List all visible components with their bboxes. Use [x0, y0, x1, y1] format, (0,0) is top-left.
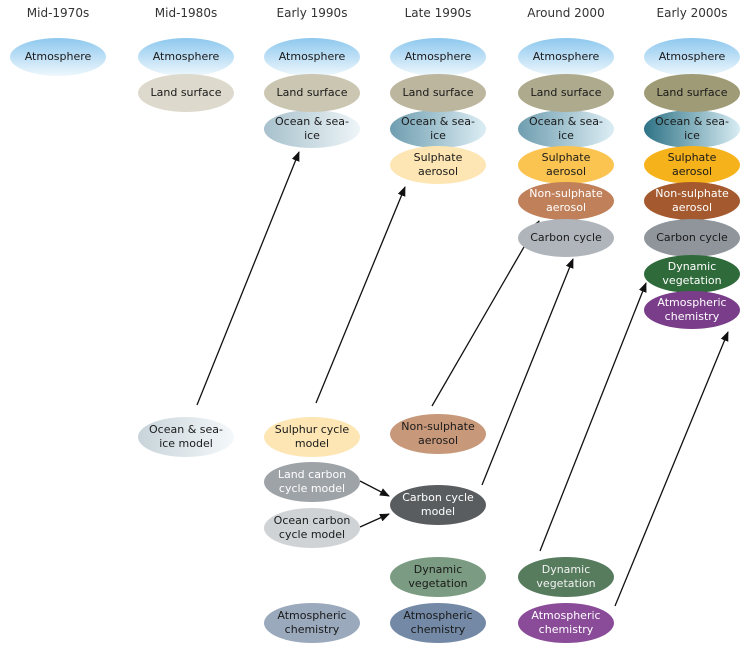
land-surface-c3: Land surface — [264, 74, 360, 112]
arrow-ocean-to-early1990s — [196, 151, 300, 406]
ocean-model-shape — [138, 417, 234, 457]
land-surface-c4: Land surface — [390, 74, 486, 112]
column-header-around-2000: Around 2000 — [527, 6, 605, 20]
dynamic-vegetation-around-2000: Dynamic vegetation — [518, 557, 614, 597]
ocean-seaice-c3: Ocean & sea-ice — [275, 115, 349, 142]
column-header-early-1990s: Early 1990s — [276, 6, 348, 20]
non-sulphate-aerosol-late-1990s: Non-sulphate aerosol — [390, 414, 486, 454]
atmosphere-c1-shape — [10, 38, 106, 76]
atmospheric-chemistry-late-1990s: Atmospheric chemistry — [390, 603, 486, 643]
atmosphere-c5-shape — [518, 38, 614, 76]
ocean-carbon-cycle-model: Ocean carbon cycle model — [264, 508, 360, 548]
sulphur-cycle-model: Sulphur cycle model — [264, 417, 360, 457]
ocean-seaice-c5: Ocean & sea-ice — [529, 115, 603, 142]
arrow-chemistry-to-2000s — [614, 331, 729, 607]
land-surface-c5: Land surface — [518, 74, 614, 112]
column-header-mid-1980s: Mid-1980s — [154, 6, 218, 20]
ocean-seaice-c6: Ocean & sea-ice — [655, 115, 729, 142]
atmosphere-c6: Atmosphere — [658, 50, 726, 63]
ocean-c5-shape — [518, 110, 614, 148]
carbon-cycle-c5: Carbon cycle — [518, 219, 614, 257]
atmospheric-chemistry-early-1990s: Atmospheric chemistry — [264, 603, 360, 643]
ocean-seaice-c4: Ocean & sea-ice — [401, 115, 475, 142]
atmosphere-c3: Atmosphere — [278, 50, 346, 63]
arrow-vegetation-to-2000s — [539, 282, 647, 552]
atmosphere-c3-shape — [264, 38, 360, 76]
sulphate-aerosol-c6: Sulphate aerosol — [644, 146, 740, 184]
non-sulphate-aerosol-c6: Non-sulphate aerosol — [644, 182, 740, 220]
atmosphere-c6-shape — [644, 38, 740, 76]
column-header-mid-1970s: Mid-1970s — [26, 6, 90, 20]
arrow-carbon-model-to-2000 — [481, 258, 574, 486]
atmosphere-c5: Atmosphere — [532, 50, 600, 63]
ocean-seaice-model: Ocean & sea-ice model — [149, 423, 223, 450]
non-sulphate-aerosol-c5: Non-sulphate aerosol — [518, 182, 614, 220]
ocean-c4-shape — [390, 110, 486, 148]
carbon-cycle-model-late-1990s: Carbon cycle model — [390, 485, 486, 525]
dynamic-vegetation-late-1990s: Dynamic vegetation — [390, 557, 486, 597]
ocean-c6-shape — [644, 110, 740, 148]
sulphate-aerosol-c5: Sulphate aerosol — [518, 146, 614, 184]
atmosphere-c2-shape — [138, 38, 234, 76]
atmospheric-chemistry-c6: Atmospheric chemistry — [644, 291, 740, 329]
land-surface-c2: Land surface — [138, 74, 234, 112]
land-carbon-cycle-model: Land carbon cycle model — [264, 462, 360, 502]
ocean-c3-shape — [264, 110, 360, 148]
arrow-ocean-carbon-to-carbon-model — [359, 513, 390, 528]
carbon-cycle-c6: Carbon cycle — [644, 219, 740, 257]
land-surface-c6: Land surface — [644, 74, 740, 112]
dynamic-vegetation-c6: Dynamic vegetation — [644, 255, 740, 293]
column-header-late-1990s: Late 1990s — [404, 6, 472, 20]
atmosphere-c2: Atmosphere — [152, 50, 220, 63]
arrow-sulphur-to-late1990s — [315, 186, 406, 404]
atmosphere-c1: Atmosphere — [24, 50, 92, 63]
arrow-land-carbon-to-carbon-model — [359, 480, 390, 497]
sulphate-aerosol-c4: Sulphate aerosol — [390, 146, 486, 184]
arrow-nonsulphate-to-2000 — [431, 220, 540, 407]
atmosphere-c4: Atmosphere — [404, 50, 472, 63]
atmospheric-chemistry-around-2000: Atmospheric chemistry — [518, 603, 614, 643]
atmosphere-c4-shape — [390, 38, 486, 76]
column-header-early-2000s: Early 2000s — [656, 6, 728, 20]
